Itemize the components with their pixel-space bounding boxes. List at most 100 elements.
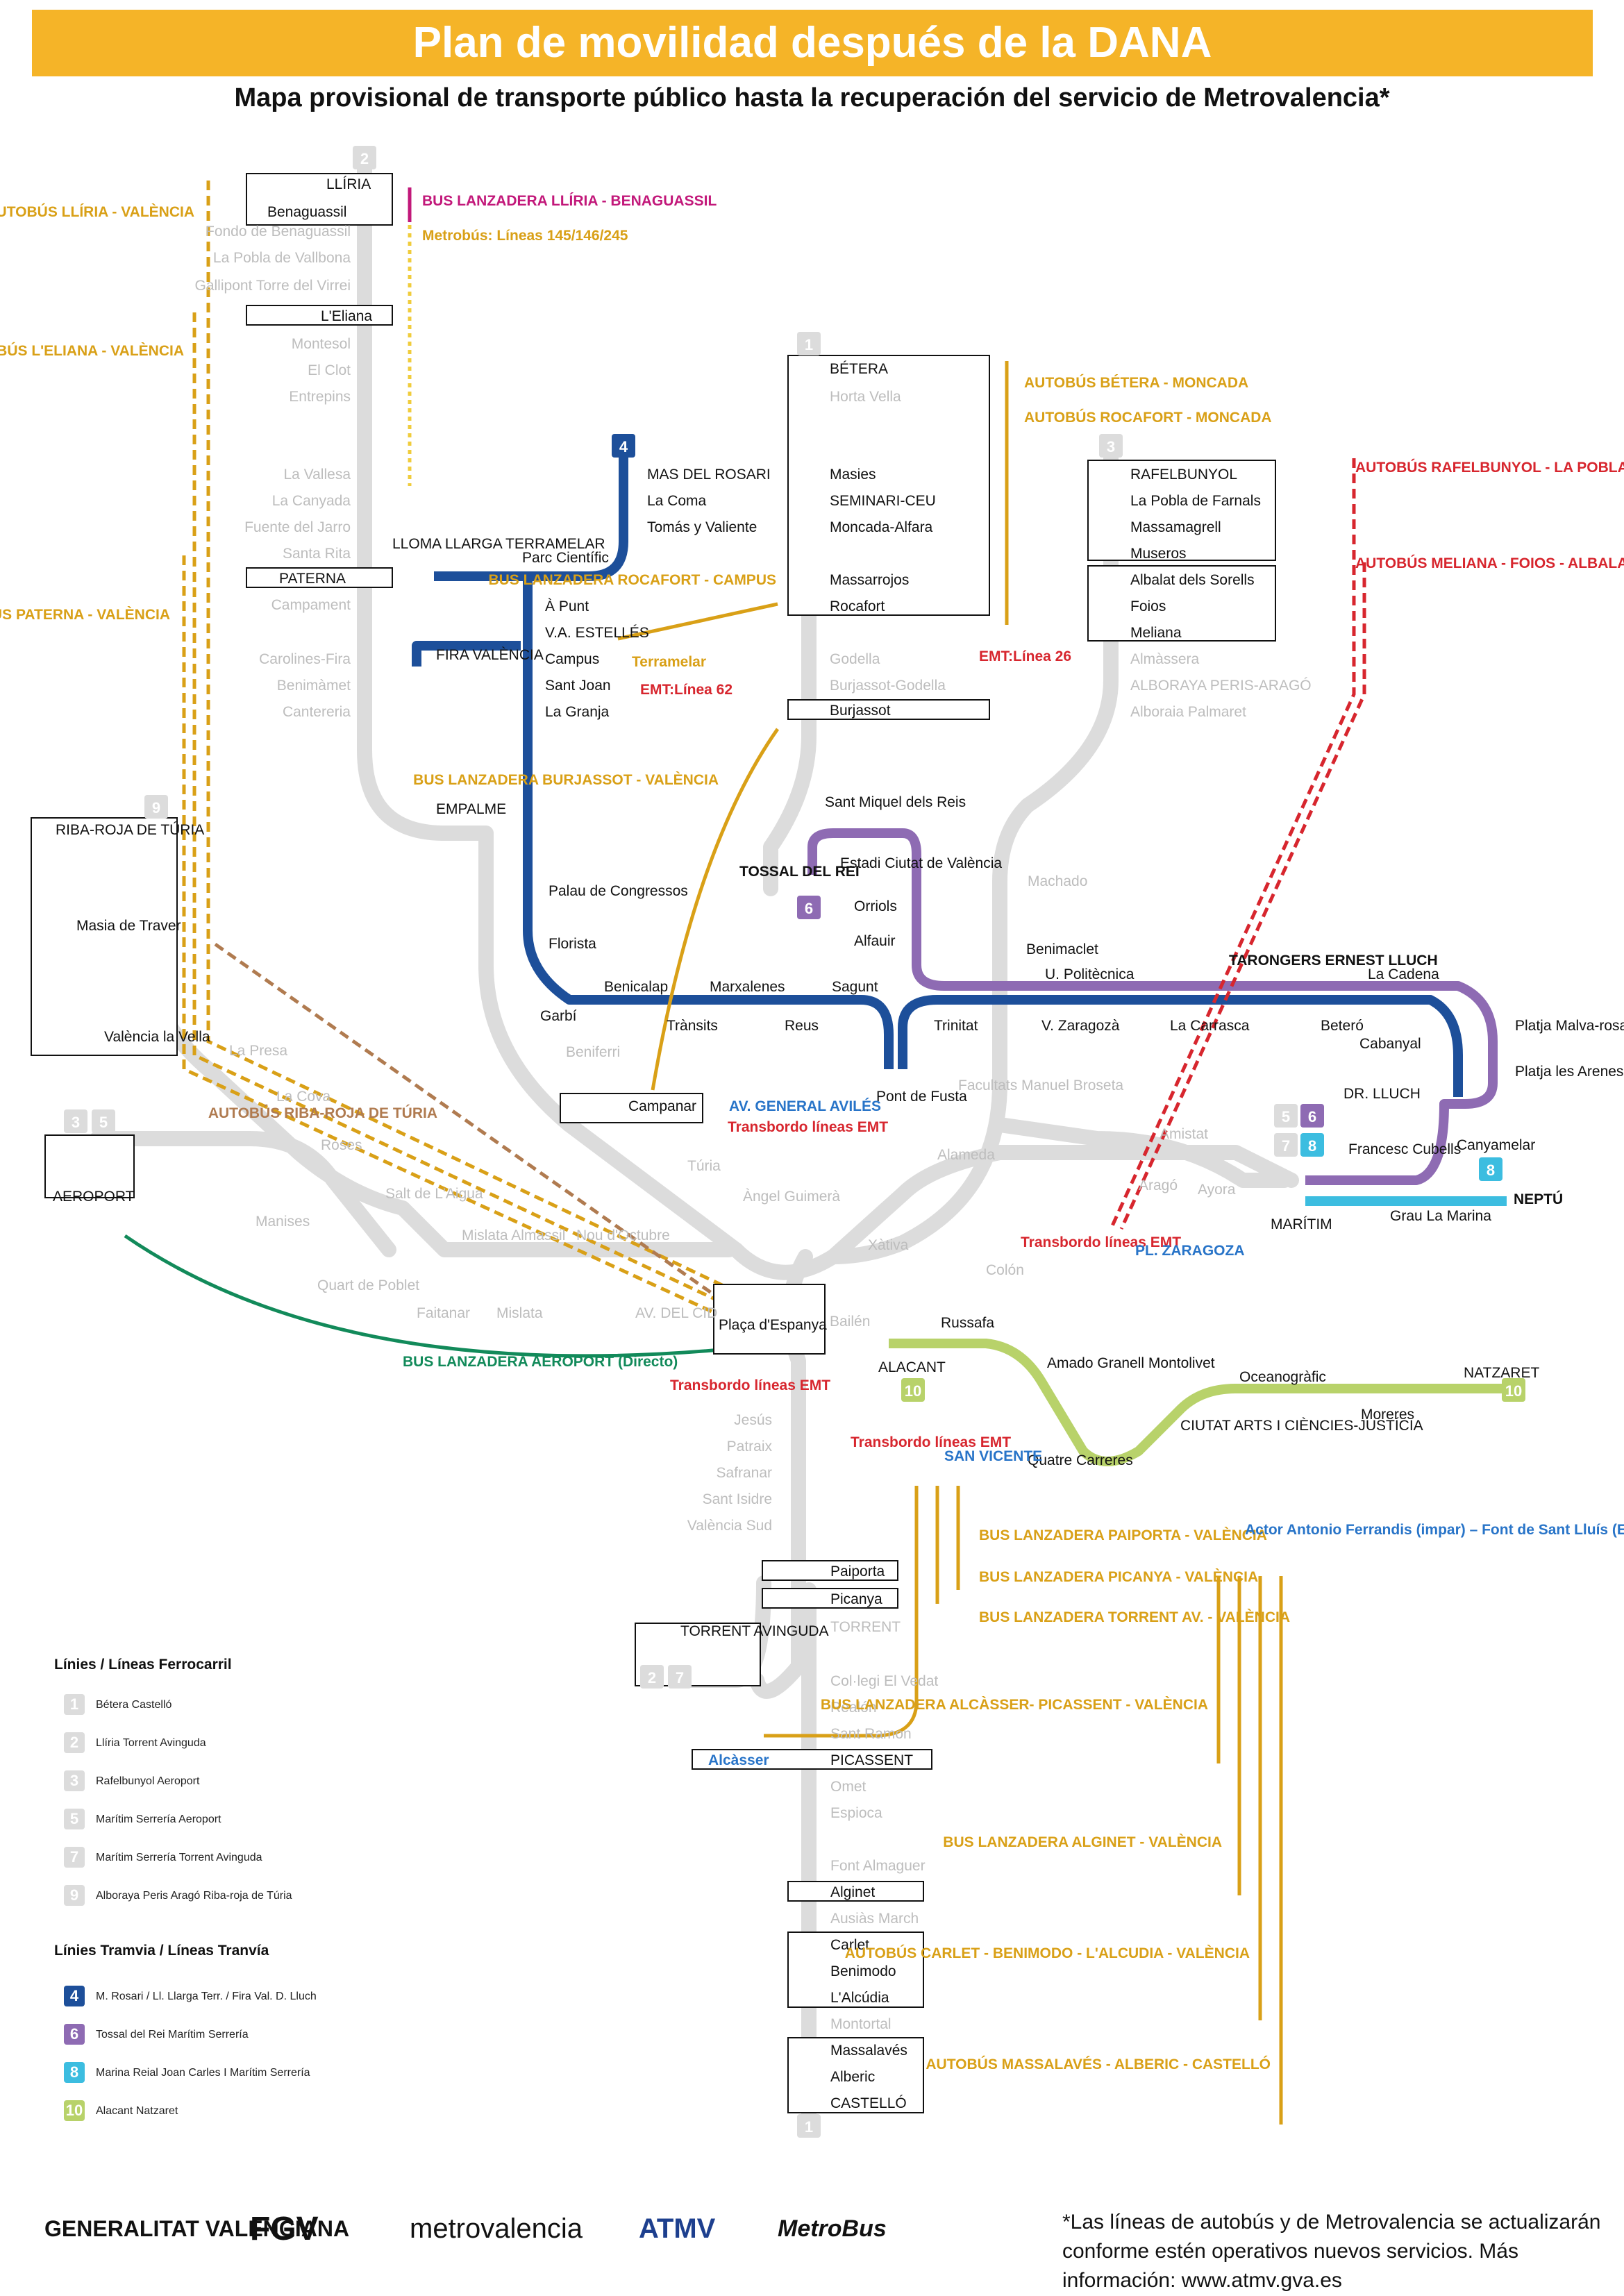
svg-text:Almàssera: Almàssera	[1130, 651, 1200, 667]
svg-text:Salt de L'Aigua: Salt de L'Aigua	[385, 1186, 483, 1202]
svg-text:BUS LANZADERA ROCAFORT - CAMPU: BUS LANZADERA ROCAFORT - CAMPUS	[488, 572, 776, 588]
svg-text:LLOMA LLARGA TERRAMELAR: LLOMA LLARGA TERRAMELAR	[392, 536, 605, 552]
svg-text:Colón: Colón	[986, 1262, 1024, 1278]
metrovalencia-logo: metrovalencia	[410, 2213, 583, 2244]
svg-text:BUS LANZADERA BURJASSOT - VALÈ: BUS LANZADERA BURJASSOT - VALÈNCIA	[413, 772, 719, 788]
svg-text:Carlet: Carlet	[830, 1937, 869, 1953]
svg-text:SEMINARI-CEU: SEMINARI-CEU	[830, 493, 936, 509]
svg-text:Russafa: Russafa	[941, 1315, 994, 1331]
station-boxes	[31, 173, 1276, 2113]
svg-text:Mislata Almassil: Mislata Almassil	[462, 1227, 565, 1243]
svg-text:Reus: Reus	[785, 1018, 819, 1034]
svg-text:7: 7	[1282, 1137, 1290, 1155]
svg-text:Masia de Traver: Masia de Traver	[76, 918, 181, 934]
svg-text:Omet: Omet	[830, 1779, 867, 1795]
svg-text:Terramelar: Terramelar	[632, 654, 706, 670]
svg-text:Marxalenes: Marxalenes	[710, 979, 785, 995]
svg-text:Sant Miquel dels Reis: Sant Miquel dels Reis	[825, 794, 966, 810]
svg-text:V. Zaragozà: V. Zaragozà	[1041, 1018, 1120, 1034]
svg-text:Paiporta: Paiporta	[830, 1564, 885, 1579]
svg-text:Llíria Torrent Avinguda: Llíria Torrent Avinguda	[96, 1737, 206, 1749]
svg-text:Sant Isidre: Sant Isidre	[703, 1491, 772, 1507]
svg-text:6: 6	[70, 2025, 78, 2043]
svg-text:Ausiàs March: Ausiàs March	[830, 1911, 919, 1927]
generalitat-logo: GENERALITAT VALENCIANA	[44, 2216, 350, 2241]
svg-text:Museros: Museros	[1130, 546, 1187, 562]
svg-text:5: 5	[1282, 1108, 1290, 1125]
svg-text:TORRENT AVINGUDA: TORRENT AVINGUDA	[680, 1623, 829, 1639]
svg-text:ALBORAYA PERIS-ARAGÓ: ALBORAYA PERIS-ARAGÓ	[1130, 678, 1312, 694]
svg-text:Alameda: Alameda	[937, 1147, 995, 1163]
svg-text:Transbordo líneas EMT: Transbordo líneas EMT	[670, 1377, 830, 1393]
svg-text:Benicalap: Benicalap	[604, 979, 668, 995]
svg-text:1: 1	[805, 2118, 813, 2136]
svg-text:La Pobla de Vallbona: La Pobla de Vallbona	[213, 250, 351, 266]
svg-text:La Presa: La Presa	[229, 1043, 287, 1059]
svg-text:El Clot: El Clot	[308, 362, 351, 378]
svg-text:2: 2	[360, 150, 369, 167]
svg-text:La Carrasca: La Carrasca	[1170, 1018, 1250, 1034]
svg-text:Quatre Carreres: Quatre Carreres	[1028, 1452, 1133, 1468]
svg-text:Facultats Manuel Broseta: Facultats Manuel Broseta	[958, 1078, 1123, 1093]
svg-text:Entrepins: Entrepins	[289, 389, 351, 405]
svg-text:Masies: Masies	[830, 467, 876, 483]
svg-text:NATZARET: NATZARET	[1464, 1365, 1539, 1381]
svg-text:EMPALME: EMPALME	[436, 801, 506, 817]
svg-text:Alginet: Alginet	[830, 1884, 875, 1900]
svg-text:La Cadena: La Cadena	[1368, 966, 1439, 982]
svg-text:Horta Vella: Horta Vella	[830, 389, 901, 405]
svg-text:MARÍTIM: MARÍTIM	[1271, 1216, 1332, 1232]
svg-text:Canyamelar: Canyamelar	[1457, 1137, 1535, 1153]
svg-text:Font Almaguer: Font Almaguer	[830, 1858, 926, 1874]
svg-text:Montortal: Montortal	[830, 2016, 891, 2032]
svg-text:València Sud: València Sud	[687, 1518, 772, 1534]
svg-text:EMT:Línea 62: EMT:Línea 62	[640, 682, 733, 698]
svg-text:Realón: Realón	[830, 1700, 877, 1716]
svg-text:Alberic: Alberic	[830, 2069, 875, 2085]
svg-text:PL. ZARAGOZA: PL. ZARAGOZA	[1135, 1243, 1245, 1259]
svg-text:TOSSAL DEL REI: TOSSAL DEL REI	[739, 864, 860, 880]
lanzadera-aeroport-route	[124, 1234, 751, 1358]
svg-text:9: 9	[152, 799, 160, 816]
svg-text:AUTOBÚS LLÍRIA - VALÈNCIA: AUTOBÚS LLÍRIA - VALÈNCIA	[0, 203, 194, 220]
svg-text:Cantereria: Cantereria	[283, 704, 351, 720]
svg-text:La Cova: La Cova	[276, 1089, 331, 1105]
svg-text:5: 5	[99, 1114, 108, 1131]
svg-text:Massarrojos: Massarrojos	[830, 572, 909, 588]
svg-text:CIUTAT ARTS I CIÈNCIES-JUSTÍCI: CIUTAT ARTS I CIÈNCIES-JUSTÍCIA	[1180, 1418, 1423, 1434]
svg-text:Cabanyal: Cabanyal	[1359, 1036, 1421, 1052]
svg-text:Tomás y Valiente: Tomás y Valiente	[647, 519, 757, 535]
svg-text:Beniferri: Beniferri	[566, 1044, 620, 1060]
svg-text:Orriols: Orriols	[854, 898, 897, 914]
svg-text:AV. GENERAL AVILÉS: AV. GENERAL AVILÉS	[729, 1098, 881, 1114]
svg-text:Alacant Natzaret: Alacant Natzaret	[96, 2105, 178, 2117]
svg-text:BUS LANZADERA LLÍRIA - BENAGUA: BUS LANZADERA LLÍRIA - BENAGUASSIL	[422, 193, 717, 209]
svg-text:Metrobús: Líneas 145/146/245: Metrobús: Líneas 145/146/245	[422, 228, 628, 244]
svg-text:Patraix: Patraix	[727, 1439, 773, 1455]
svg-text:Jesús: Jesús	[734, 1412, 772, 1428]
svg-text:Faitanar: Faitanar	[417, 1305, 470, 1321]
svg-text:Actor Antonio Ferrandis (impar: Actor Antonio Ferrandis (impar) – Font d…	[1245, 1522, 1624, 1538]
svg-text:BUS LANZADERA PAIPORTA - VALÈN: BUS LANZADERA PAIPORTA - VALÈNCIA	[979, 1527, 1267, 1543]
atmv-logo: ATMV	[639, 2213, 716, 2244]
svg-text:AUTOBÚS RIBA-ROJA DE TÚRIA: AUTOBÚS RIBA-ROJA DE TÚRIA	[208, 1105, 437, 1121]
svg-text:Montesol: Montesol	[292, 336, 351, 352]
svg-text:Plaça d'Espanya: Plaça d'Espanya	[719, 1317, 827, 1333]
svg-text:7: 7	[676, 1669, 684, 1686]
svg-text:BÉTERA: BÉTERA	[830, 361, 888, 377]
svg-text:Foios: Foios	[1130, 598, 1166, 614]
svg-text:Espioca: Espioca	[830, 1805, 882, 1821]
svg-text:Benimaclet: Benimaclet	[1026, 941, 1098, 957]
line6-track	[807, 828, 1498, 1185]
svg-text:Platja Malva-rosa: Platja Malva-rosa	[1515, 1018, 1624, 1034]
svg-text:Marina Reial Joan Carles I Mar: Marina Reial Joan Carles I Marítim Serre…	[96, 2067, 310, 2079]
svg-text:Campament: Campament	[271, 597, 351, 613]
svg-text:València la Vella: València la Vella	[104, 1029, 210, 1045]
svg-text:Pont de Fusta: Pont de Fusta	[876, 1089, 967, 1105]
svg-text:Roses: Roses	[321, 1137, 362, 1153]
svg-text:BUS LANZADERA ALCÀSSER- PICASS: BUS LANZADERA ALCÀSSER- PICASSENT - VALÈ…	[821, 1697, 1208, 1713]
svg-text:ALACANT: ALACANT	[878, 1359, 946, 1375]
svg-text:8: 8	[1308, 1137, 1316, 1155]
svg-text:BUS LANZADERA ALGINET - VALÈNC: BUS LANZADERA ALGINET - VALÈNCIA	[943, 1834, 1222, 1850]
svg-text:Alcàsser: Alcàsser	[708, 1752, 769, 1768]
